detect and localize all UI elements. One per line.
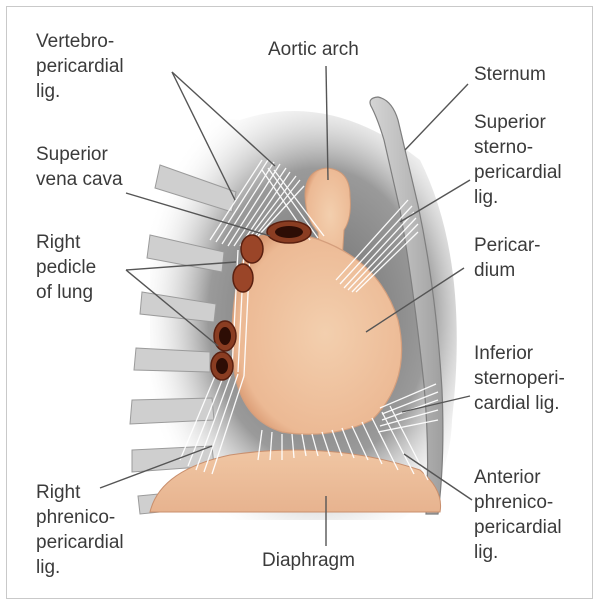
label-right-phrenicopericardial: Right phrenico- pericardial lig. — [36, 482, 129, 578]
pulmonary-vessel-2 — [233, 264, 253, 292]
label-inferior-sternopericardial: Inferior sternoperi- cardial lig. — [474, 343, 570, 414]
label-diaphragm: Diaphragm — [262, 550, 355, 571]
pulmonary-vessel-1 — [241, 235, 263, 263]
label-superior-sternopericardial: Superior sterno- pericardial lig. — [474, 112, 567, 208]
label-anterior-phrenicopericardial: Anterior phrenico- pericardial lig. — [474, 467, 567, 563]
label-pericardium: Pericar- dium — [474, 235, 546, 281]
label-sternum: Sternum — [474, 64, 546, 85]
label-right-pedicle-of-lung: Right pedicle of lung — [36, 232, 102, 303]
label-superior-vena-cava: Superior vena cava — [36, 144, 123, 190]
label-aortic-arch: Aortic arch — [268, 39, 359, 60]
label-vertebropericardial: Vertebro- pericardial lig. — [36, 31, 129, 102]
